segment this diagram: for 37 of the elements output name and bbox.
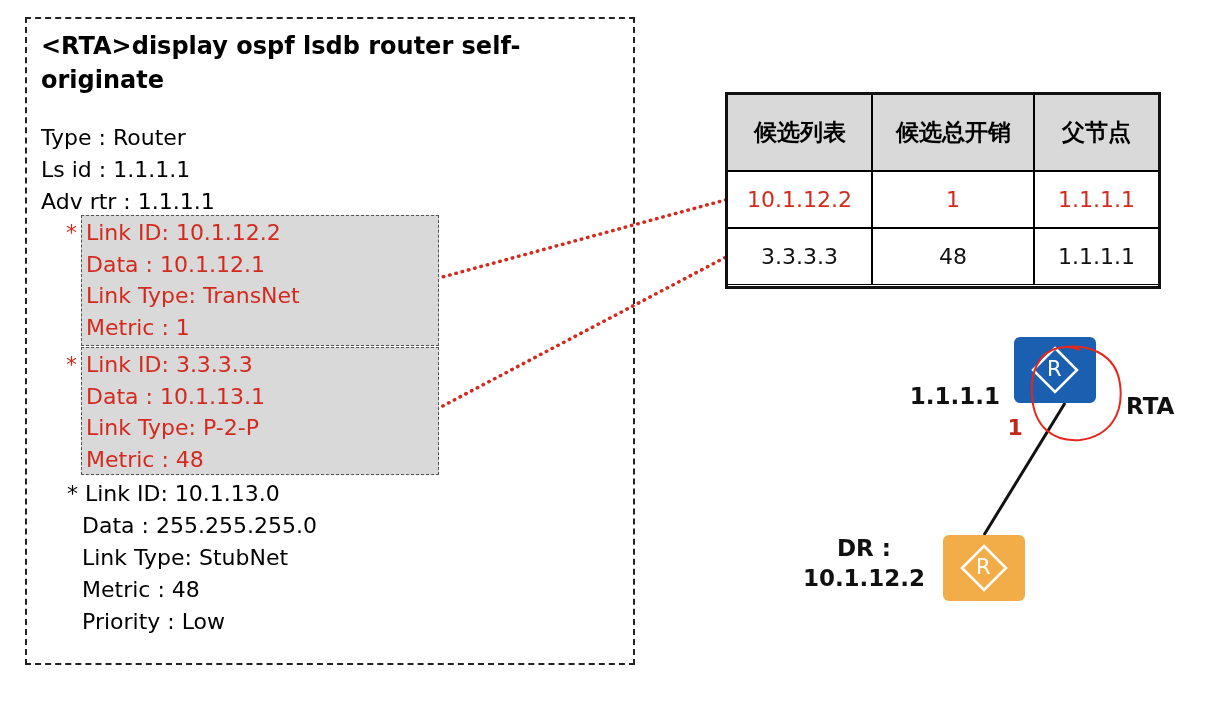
output-line: Adv rtr : 1.1.1.1 — [41, 188, 215, 216]
command-output-panel — [25, 17, 635, 665]
output-line: Priority : Low — [82, 608, 226, 636]
table-cell: 1.1.1.1 — [1034, 228, 1159, 285]
router-name: 1.1.1.1 — [909, 382, 1000, 411]
table-cell: 48 — [872, 228, 1034, 285]
output-line: * Link ID: 10.1.13.0 — [67, 480, 280, 508]
command-heading: <RTA>display ospf lsdb router self-originate — [41, 31, 522, 96]
output-line: Link ID: 10.1.12.2 — [86, 219, 281, 247]
output-line: Metric : 1 — [86, 313, 190, 342]
output-line: Link Type: StubNet — [82, 544, 289, 572]
router-letter: R — [976, 554, 991, 580]
asterisk: * — [66, 219, 77, 247]
router-name: RTA — [1126, 392, 1175, 421]
router-letter: R — [1047, 356, 1062, 382]
output-line: Ls id : 1.1.1.1 — [41, 156, 191, 184]
output-line: Data : 10.1.12.1 — [86, 250, 265, 279]
table-row — [727, 171, 1159, 228]
table-cell: 3.3.3.3 — [727, 228, 872, 285]
table-cell: 10.1.12.2 — [727, 171, 872, 228]
header-cell: 候选列表 — [727, 94, 872, 171]
table-row — [727, 228, 1159, 285]
output-line: Link Type: P-2-P — [86, 414, 259, 442]
header-cell: 候选总开销 — [872, 94, 1034, 171]
output-line: Data : 10.1.13.1 — [86, 382, 265, 411]
output-line: Metric : 48 — [82, 576, 200, 604]
output-line: Link ID: 3.3.3.3 — [86, 351, 253, 379]
output-line: Type : Router — [41, 124, 186, 152]
output-line: Data : 255.255.255.0 — [82, 512, 317, 540]
router-name: DR : 10.1.12.2 — [801, 534, 927, 593]
table-cell: 1.1.1.1 — [1034, 171, 1159, 228]
output-line: Link Type: TransNet — [86, 282, 300, 310]
table-cell: 1 — [872, 171, 1034, 228]
asterisk: * — [66, 351, 77, 379]
output-line: Metric : 48 — [86, 445, 204, 474]
link-line — [982, 402, 1067, 536]
header-cell: 父节点 — [1034, 94, 1159, 171]
